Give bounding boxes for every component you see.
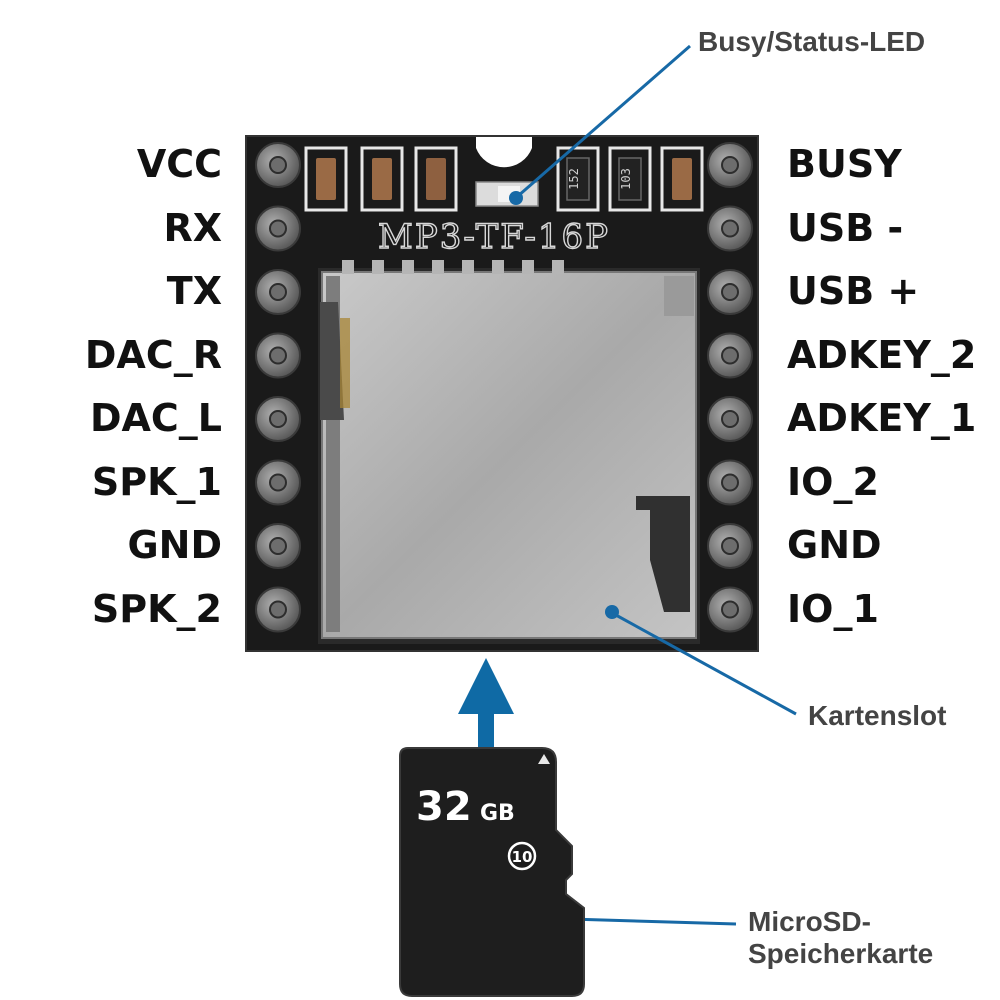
slot-contact <box>372 260 384 274</box>
pin-label-right-gnd: GND <box>787 523 882 567</box>
slot-contact <box>552 260 564 274</box>
right-pin-hole-1 <box>721 156 739 174</box>
slot-contact <box>522 260 534 274</box>
pin-label-left-gnd: GND <box>127 523 222 567</box>
pin-label-left-dac-l: DAC_L <box>89 396 222 440</box>
left-pin-hole-2 <box>269 219 287 238</box>
slot-contact <box>402 260 414 274</box>
card-slot-callout: Kartenslot <box>808 700 947 731</box>
microsd-card: 32 GB 10 <box>399 747 585 997</box>
left-pin-hole-1 <box>269 156 287 174</box>
slot-contact <box>342 260 354 274</box>
left-pin-header <box>255 142 301 633</box>
left-pin-hole-7 <box>269 537 287 555</box>
sd-card-callout-line2: Speicherkarte <box>748 938 934 970</box>
right-pin-hole-8 <box>721 600 739 619</box>
right-pin-header <box>707 142 753 633</box>
pin-label-left-spk-1: SPK_1 <box>91 459 222 504</box>
right-pin-hole-2 <box>721 219 739 238</box>
left-pin-hole-3 <box>269 283 287 301</box>
right-pin-hole-3 <box>721 283 739 301</box>
left-pin-hole-5 <box>269 410 287 428</box>
sd-card-callout: MicroSD- Speicherkarte <box>748 906 933 970</box>
pin-label-right-usb: USB + <box>787 269 920 313</box>
pin-label-left-rx: RX <box>163 205 222 250</box>
right-pin-hole-4 <box>721 346 739 365</box>
sd-card-class: 10 <box>512 848 533 866</box>
pin-label-right-busy: BUSY <box>787 142 902 186</box>
resistor-code-103: 103 <box>619 168 633 190</box>
sd-card-class-icon <box>507 841 537 871</box>
sd-card-unit: GB <box>480 801 515 826</box>
pin-label-right-io-1: IO_1 <box>787 586 879 631</box>
slot-contact <box>492 260 504 274</box>
pin-label-left-vcc: VCC <box>136 142 222 186</box>
pin-label-right-adkey-1: ADKEY_1 <box>787 396 977 440</box>
right-pin-hole-5 <box>721 410 739 428</box>
slot-contact <box>432 260 444 274</box>
right-pin-hole-7 <box>721 537 739 555</box>
sd-card-callout-line1: MicroSD- <box>748 906 871 937</box>
card-slot-leader-line <box>613 612 797 716</box>
sd-card-capacity: 32 <box>416 784 472 830</box>
right-pin-hole-6 <box>721 473 739 492</box>
busy-led-callout: Busy/Status-LED <box>698 26 926 57</box>
pin-label-right-usb: USB - <box>787 205 904 250</box>
resistor-code-152: 152 <box>567 168 581 190</box>
left-pin-hole-8 <box>269 600 287 619</box>
busy-led-leader-dot <box>509 191 523 205</box>
board-silkscreen-label: MP3-TF-16P <box>378 217 610 257</box>
pin-label-right-io-2: IO_2 <box>787 459 879 504</box>
card-slot-leader-dot <box>605 605 619 619</box>
busy-led-leader-line <box>517 44 691 198</box>
pin-label-left-tx: TX <box>166 269 222 313</box>
pin-label-right-adkey-2: ADKEY_2 <box>787 332 977 377</box>
pcb-notch <box>476 136 532 168</box>
pin-label-left-spk-2: SPK_2 <box>91 586 222 631</box>
slot-contact <box>462 260 474 274</box>
left-pin-hole-6 <box>269 473 287 492</box>
pin-label-left-dac-r: DAC_R <box>84 332 222 377</box>
smd-components: 152 103 <box>304 146 704 212</box>
left-pin-hole-4 <box>269 346 287 365</box>
card-slot <box>318 260 700 644</box>
